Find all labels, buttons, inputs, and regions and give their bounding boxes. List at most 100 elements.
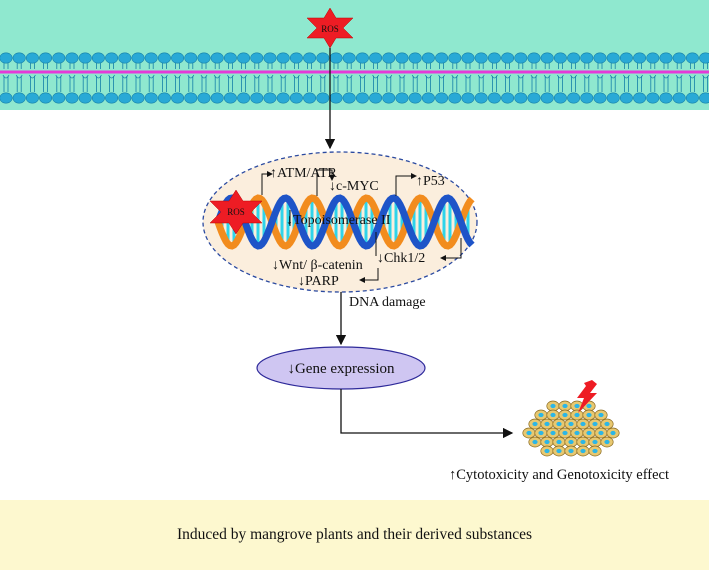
label-parp: ↓PARP [298, 274, 339, 289]
lipid-head [12, 92, 26, 104]
lipid-head [501, 92, 515, 104]
lipid-tail [16, 76, 22, 92]
lipid-tail-fork [543, 74, 551, 79]
lipid-tail-fork [702, 74, 709, 79]
lipid-tail [663, 63, 669, 69]
lipid-tail [544, 63, 550, 69]
lipid-head [91, 92, 105, 104]
lipid-tail-fork [623, 74, 630, 79]
lipid-tail [254, 76, 260, 92]
lipid-head [633, 52, 647, 64]
lipid-tail [175, 76, 180, 92]
lipid-head [342, 92, 356, 104]
lipid-head [157, 92, 171, 104]
lipid-tail-fork [200, 74, 208, 79]
lipid-tail [492, 76, 497, 92]
ros-dna-label: ROS [227, 207, 245, 217]
lipid-tail [69, 76, 75, 92]
lipid-head [329, 92, 343, 104]
lipid-tail [214, 76, 220, 92]
lipid-tail [426, 63, 431, 69]
lipid-head [421, 52, 435, 64]
lipid-tail-fork [147, 74, 155, 79]
cell-nucleus [562, 430, 568, 436]
cell-nucleus [610, 430, 616, 436]
lipid-tail [386, 63, 392, 69]
cell-nucleus [586, 403, 592, 409]
cell-nucleus [574, 430, 580, 436]
lipid-head [184, 52, 198, 64]
footer-text: Induced by mangrove plants and their der… [176, 526, 533, 543]
nucleus-ellipse [202, 151, 478, 293]
lipid-tail [663, 76, 669, 92]
cell-nucleus [580, 439, 586, 445]
lipid-tail-fork [530, 74, 538, 79]
lipid-tail [346, 76, 352, 92]
lipid-tail [214, 63, 220, 69]
lipid-tail [531, 76, 537, 92]
cell-nucleus [556, 421, 562, 427]
lipid-tail [188, 63, 194, 69]
cell-nucleus [538, 412, 544, 418]
lipid-tail [703, 63, 708, 69]
lipid-head [131, 92, 145, 104]
lipid-tail-fork [557, 74, 564, 79]
lipid-tail [280, 76, 286, 92]
lipid-head [514, 52, 528, 64]
effect-label: ↑Cytotoxicity and Genotoxicity effect [449, 467, 669, 483]
lipid-head [659, 52, 673, 64]
lipid-tail [69, 63, 75, 69]
lipid-tail [624, 63, 629, 69]
lipid-head [553, 92, 567, 104]
lipid-head [210, 92, 224, 104]
lipid-head [210, 52, 224, 64]
cell-nucleus [526, 430, 532, 436]
lipid-tail-fork [332, 74, 340, 79]
lipid-tail-fork [477, 74, 485, 79]
lipid-head [540, 52, 554, 64]
lipid-tail-fork [279, 74, 287, 79]
lipid-head [197, 52, 211, 64]
lipid-head [342, 52, 356, 64]
lipid-head [580, 52, 594, 64]
footer-banner: Induced by mangrove plants and their der… [0, 500, 709, 570]
cell-nucleus [598, 412, 604, 418]
lipid-head [39, 92, 53, 104]
cell-nucleus [568, 439, 574, 445]
lipid-tail-fork [319, 74, 327, 79]
lipid-head [78, 52, 92, 64]
lipid-head [527, 52, 541, 64]
lipid-head [408, 52, 422, 64]
lipid-tail [412, 76, 418, 92]
lipid-head [118, 52, 132, 64]
lipid-head [223, 52, 237, 64]
lipid-tail-fork [108, 74, 115, 79]
lipid-tail [320, 76, 326, 92]
lipid-tail [30, 76, 35, 92]
lipid-tail [478, 76, 484, 92]
label-atm-atr: ↑ATM/ATR [270, 166, 338, 181]
lipid-tail [505, 63, 510, 69]
lipid-head [606, 52, 620, 64]
lipid-tail [96, 63, 101, 69]
lipid-tail [43, 63, 48, 69]
lipid-tail [280, 63, 286, 69]
lipid-tail-fork [134, 74, 142, 79]
lipid-tail-fork [689, 74, 696, 79]
lipid-head [421, 92, 435, 104]
lipid-tail [135, 63, 141, 69]
lipid-head [487, 92, 501, 104]
lipid-head [593, 52, 607, 64]
lipid-tail [3, 76, 9, 92]
lipid-tail-fork [583, 74, 591, 79]
lipid-head [52, 52, 66, 64]
lipid-tail [148, 63, 154, 69]
lipid-tail [96, 76, 101, 92]
lipid-tail [558, 76, 563, 92]
lipid-tail [558, 63, 563, 69]
lipid-head [171, 52, 185, 64]
lipid-tail-fork [359, 74, 366, 79]
lipid-tail-fork [385, 74, 393, 79]
lipid-tail [30, 63, 35, 69]
